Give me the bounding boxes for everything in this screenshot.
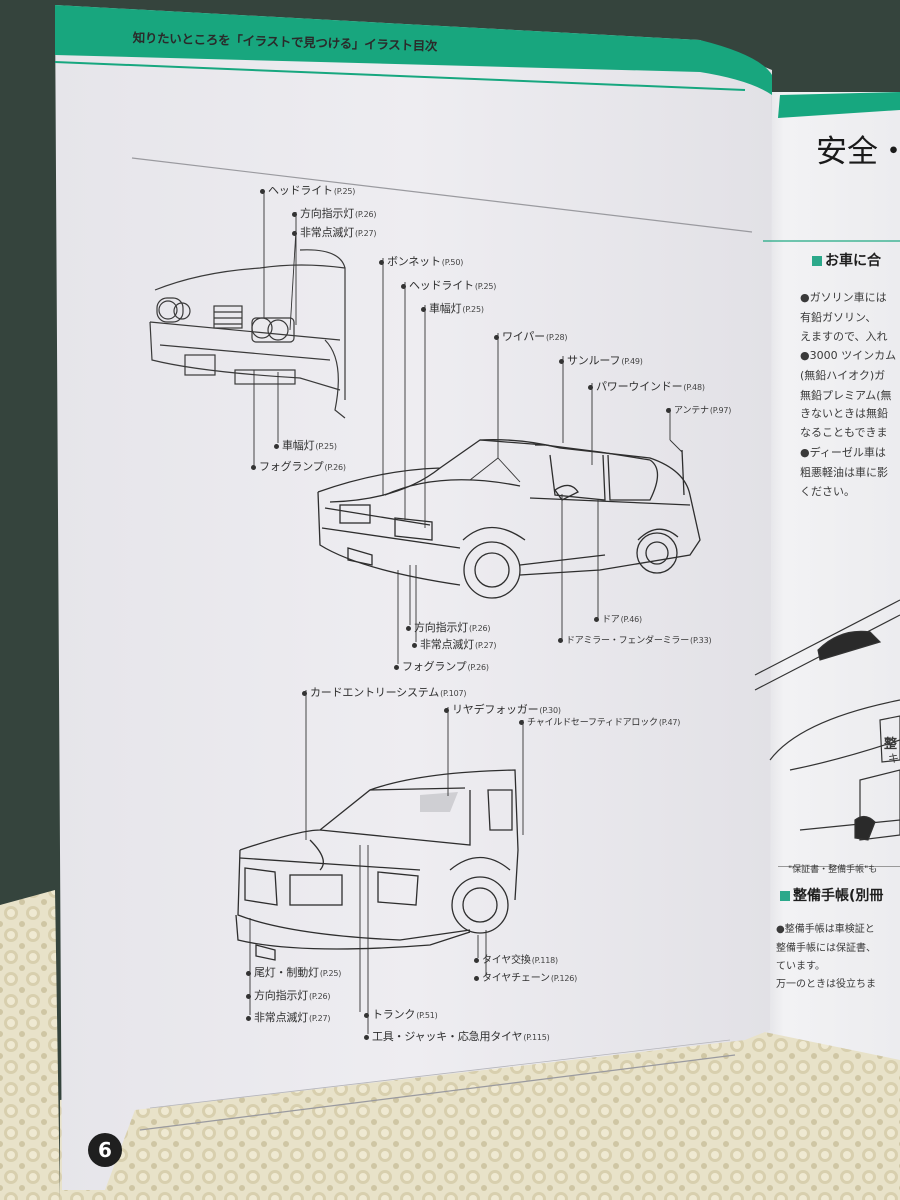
label-door-mirror: ドアミラー・フェンダーミラー(P.33) (558, 633, 712, 646)
right-line: 粗悪軽油は車に影 (800, 466, 888, 479)
label-power-window: パワーウインドー(P.48) (588, 378, 705, 394)
label-antenna: アンテナ(P.97) (666, 403, 731, 416)
label-rear-defogger: リヤデフォッガー(P.30) (444, 701, 561, 717)
label-child-lock: チャイルドセーフティドアロック(P.47) (519, 715, 680, 728)
right-line: ください。 (800, 485, 855, 498)
label-hazard-front: 非常点滅灯(P.27) (292, 224, 377, 240)
right-page-title: 安全・ (816, 134, 900, 170)
label-tire-change: タイヤ交換(P.118) (474, 951, 558, 966)
right-section1-heading: お車に合 (808, 250, 881, 270)
right-line: きないときは無鉛 (800, 407, 888, 420)
right-line: 有鉛ガソリン、 (800, 311, 877, 324)
right-line: ●ガソリン車には (800, 291, 887, 304)
label-sunroof: サンルーフ(P.49) (559, 352, 643, 368)
page-number: 6 (88, 1133, 122, 1167)
right-line: ●3000 ツインカム (800, 349, 897, 362)
label-turn-signal-front: 方向指示灯(P.26) (292, 205, 377, 221)
label-tail-brake-lamp: 尾灯・制動灯(P.25) (246, 964, 341, 980)
side-view-car-illustration (317, 439, 701, 599)
label-wiper: ワイパー(P.28) (494, 328, 568, 344)
label-turn-signal-side: 方向指示灯(P.26) (406, 619, 491, 635)
label-fog-lamp-front: フォグランプ(P.26) (251, 458, 346, 474)
label-hazard-rear: 非常点滅灯(P.27) (246, 1009, 331, 1025)
label-side-marker-front: 車幅灯(P.25) (274, 437, 337, 453)
right-line: なることもできま (800, 426, 888, 439)
label-tire-chain: タイヤチェーン(P.126) (474, 969, 577, 984)
right-line: (無鉛ハイオク)ガ (800, 369, 886, 382)
rear-view-car-illustration (235, 769, 519, 961)
label-door: ドア(P.46) (594, 612, 642, 625)
right-line: えますので、入れ (800, 330, 888, 343)
right-line: ●ディーゼル車は (800, 446, 886, 459)
right-line: 無鉛プレミアム(無 (800, 389, 892, 402)
right-section2-heading: 整備手帳(別冊 (776, 885, 883, 905)
label-headlight-side: ヘッドライト(P.25) (401, 277, 496, 293)
right-sign-text: 整 (884, 737, 898, 752)
right-line: 整備手帳には保証書、 (776, 943, 876, 954)
label-side-marker-side: 車幅灯(P.25) (421, 300, 484, 316)
label-tools-jack-spare: 工具・ジャッキ・応急用タイヤ(P.115) (364, 1028, 550, 1044)
label-turn-signal-rear: 方向指示灯(P.26) (246, 987, 331, 1003)
right-line: ています。 (776, 961, 825, 972)
label-fog-lamp-side: フォグランプ(P.26) (394, 658, 489, 674)
label-card-entry: カードエントリーシステム(P.107) (302, 684, 466, 700)
front-detail-car-illustration (149, 249, 346, 419)
right-line: ●整備手帳は車検証と (776, 924, 875, 935)
label-headlight-front: ヘッドライト(P.25) (260, 182, 355, 198)
right-page-illustrations (754, 599, 900, 841)
right-line: 万一のときは役立ちま (776, 979, 876, 990)
right-sign-text-2: キ (888, 752, 899, 765)
right-caption: "保証書・整備手帳"も (788, 865, 878, 875)
label-hazard-side: 非常点滅灯(P.27) (412, 636, 497, 652)
square-bullet-icon (780, 891, 790, 901)
label-bonnet: ボンネット(P.50) (379, 253, 463, 269)
square-bullet-icon (812, 256, 822, 266)
label-trunk: トランク(P.51) (364, 1006, 438, 1022)
